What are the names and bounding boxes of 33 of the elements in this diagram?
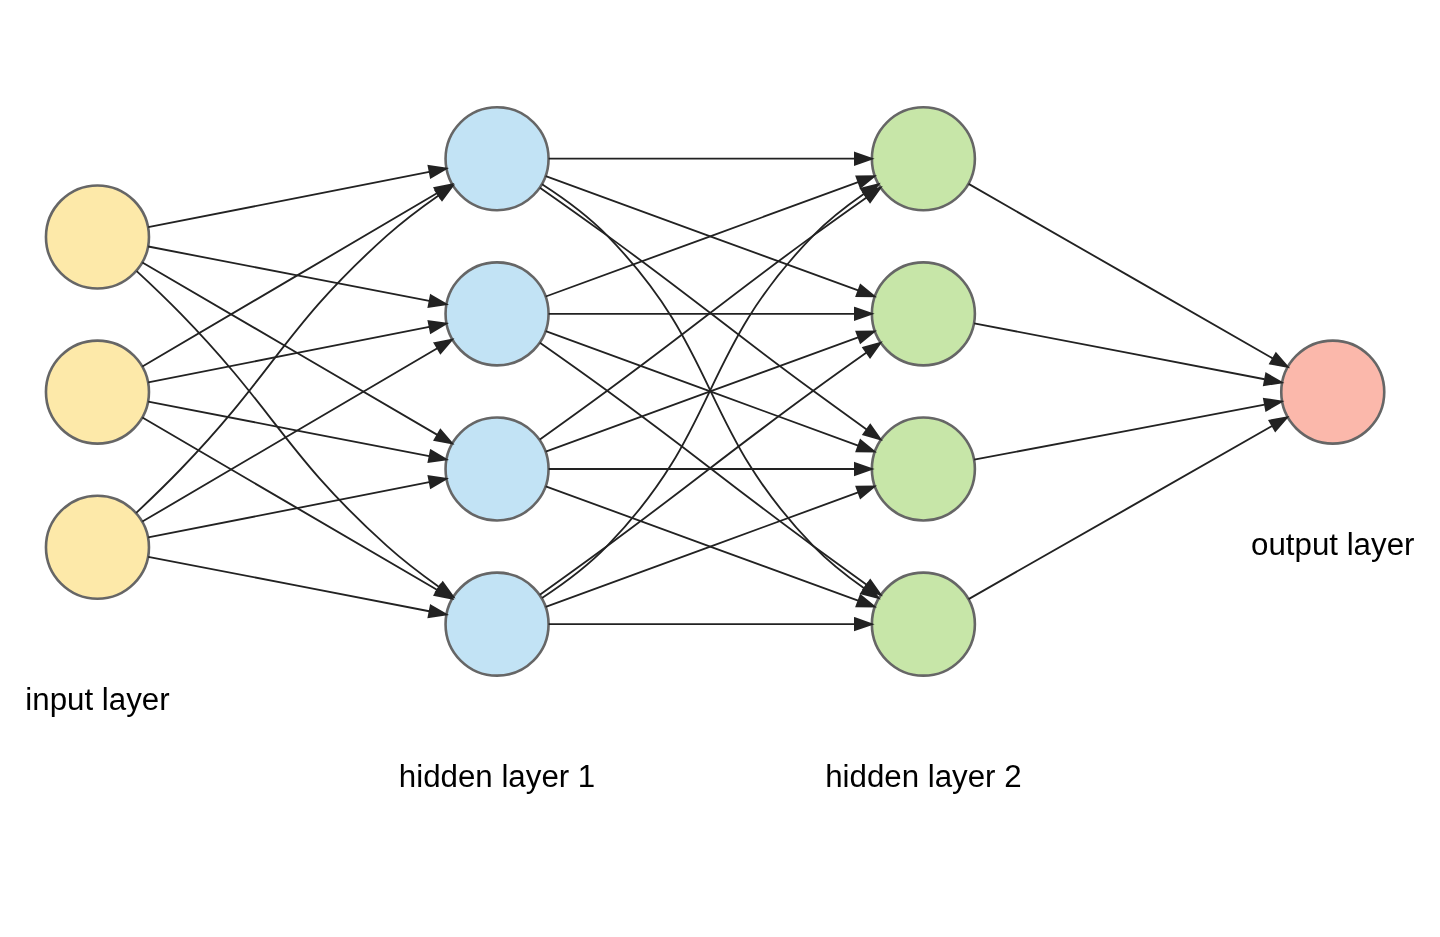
arrow [147, 474, 449, 538]
node-circle [444, 570, 550, 677]
arrow [147, 400, 449, 463]
arrow [967, 182, 1291, 368]
arrow [967, 415, 1290, 600]
node-circle [870, 570, 977, 677]
label: output layer [1251, 526, 1415, 562]
arrow [147, 245, 449, 308]
node-circle [444, 105, 550, 211]
node-circle [44, 493, 151, 600]
node-circle [444, 260, 550, 367]
label: hidden layer 2 [825, 758, 1022, 794]
arrow [544, 174, 877, 297]
arrow [547, 151, 875, 166]
node-circle [1279, 338, 1386, 445]
arrow [547, 461, 875, 476]
arrow [141, 337, 455, 522]
label: input layer [25, 681, 170, 717]
node-circle [44, 338, 151, 445]
arrow [547, 616, 875, 631]
arrow [973, 321, 1285, 386]
arrow [147, 555, 449, 618]
node-circle [870, 415, 977, 522]
node-circle [870, 105, 977, 211]
arrow [547, 306, 875, 321]
arrow [147, 164, 449, 228]
arrow [147, 319, 449, 383]
label: hidden layer 1 [398, 758, 596, 794]
node-circle [44, 183, 151, 290]
arrow [973, 397, 1285, 461]
node-circle [444, 415, 550, 522]
arrow [141, 261, 455, 445]
node-circle [870, 260, 977, 367]
